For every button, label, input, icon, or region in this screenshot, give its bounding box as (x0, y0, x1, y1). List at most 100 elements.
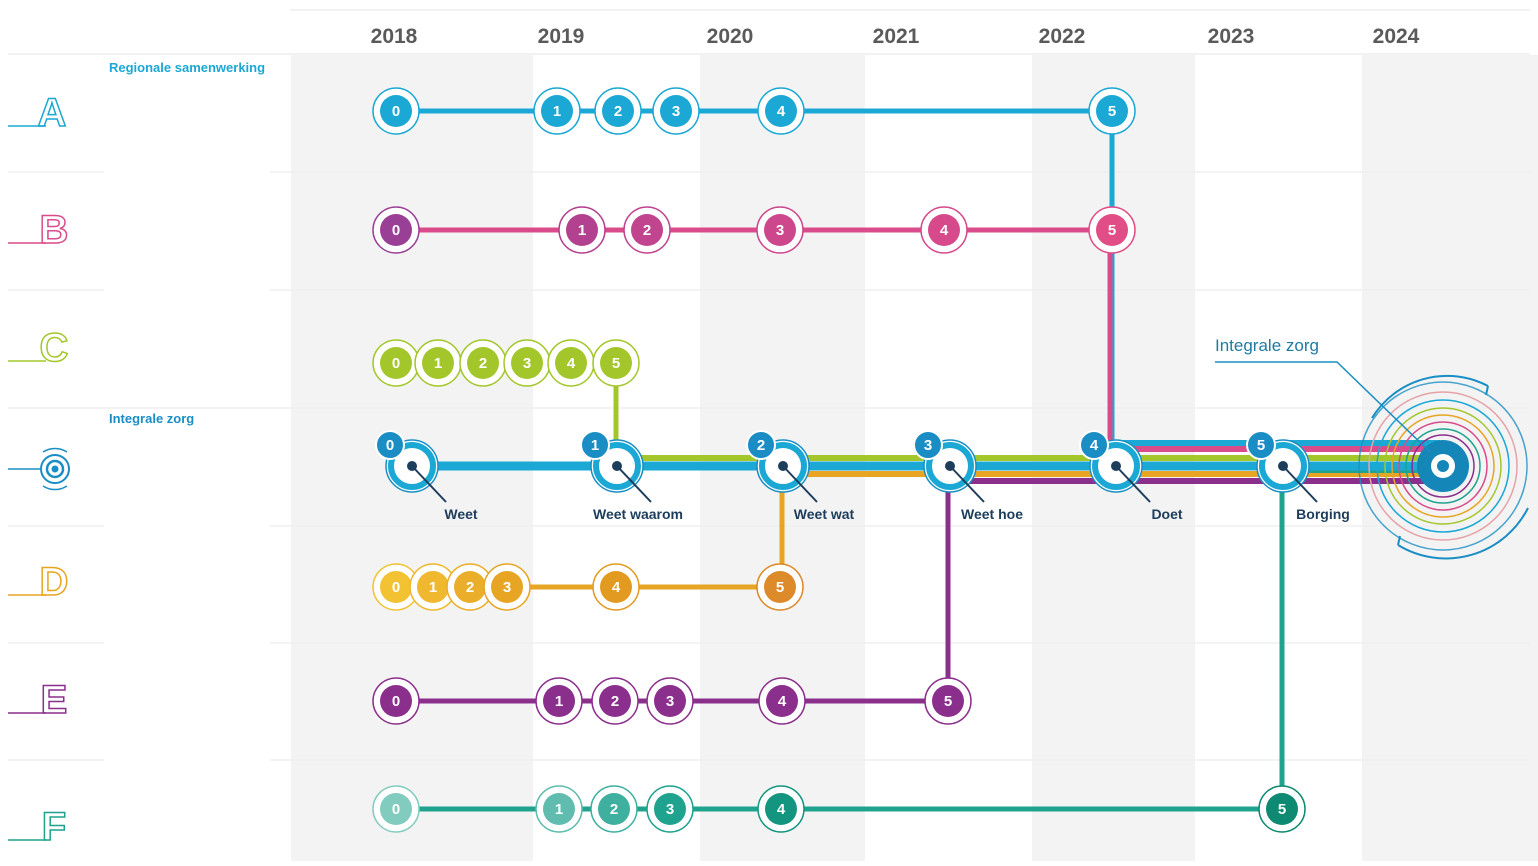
milestone-e-0: 0 (372, 677, 420, 725)
milestone-b-1: 1 (558, 206, 606, 254)
milestone-a-1: 1 (533, 87, 581, 135)
svg-text:5: 5 (944, 693, 952, 710)
milestone-d-3: 3 (483, 563, 531, 611)
year-label-2024: 2024 (1373, 25, 1420, 48)
row-marker-b: B (8, 207, 69, 253)
milestone-a-2: 2 (594, 87, 642, 135)
svg-text:2: 2 (611, 693, 619, 710)
svg-text:5: 5 (612, 355, 620, 372)
year-label-2018: 2018 (371, 25, 418, 48)
milestones-row-a: 0 1 2 3 4 5 (372, 87, 1136, 135)
milestone-d-0: 0 (372, 563, 420, 611)
svg-text:3: 3 (666, 801, 674, 818)
svg-text:2: 2 (610, 801, 618, 818)
year-label-2019: 2019 (538, 25, 585, 48)
svg-text:3: 3 (666, 693, 674, 710)
milestone-a-0: 0 (372, 87, 420, 135)
svg-text:5: 5 (1108, 222, 1116, 239)
svg-text:2: 2 (479, 355, 487, 372)
step-0: 0 Weet (375, 430, 478, 522)
step-1: 1 Weet waarom (580, 430, 683, 522)
milestone-f-3: 3 (646, 785, 694, 833)
row-marker-f: F (8, 804, 67, 850)
svg-text:0: 0 (392, 693, 400, 710)
svg-text:2: 2 (466, 579, 474, 596)
svg-text:4: 4 (940, 222, 949, 239)
row-letter-c: C (40, 326, 69, 370)
svg-text:0: 0 (392, 355, 400, 372)
step-5: 5 Borging (1246, 430, 1350, 522)
svg-text:5: 5 (776, 579, 784, 596)
milestone-a-3: 3 (652, 87, 700, 135)
milestone-d-5: 5 (756, 563, 804, 611)
svg-text:3: 3 (776, 222, 784, 239)
milestone-b-5: 5 (1088, 206, 1136, 254)
svg-text:1: 1 (591, 437, 599, 454)
svg-text:4: 4 (778, 693, 787, 710)
milestone-b-0: 0 (372, 206, 420, 254)
year-label-2020: 2020 (707, 25, 754, 48)
milestone-b-4: 4 (920, 206, 968, 254)
milestone-c-0: 0 (372, 339, 420, 387)
svg-text:2: 2 (614, 103, 622, 120)
integral-steps: 0 Weet 1 Weet waarom 2 Weet wat (375, 430, 1350, 522)
svg-text:0: 0 (392, 222, 400, 239)
target-icon (40, 447, 70, 491)
milestones-row-d: 0 1 2 3 4 5 (372, 563, 804, 611)
svg-text:5: 5 (1257, 437, 1265, 454)
milestone-d-4: 4 (592, 563, 640, 611)
svg-text:0: 0 (392, 801, 400, 818)
svg-text:2: 2 (643, 222, 651, 239)
svg-text:3: 3 (672, 103, 680, 120)
row-letter-b: B (40, 208, 69, 252)
row-letter-f: F (42, 805, 66, 849)
svg-text:3: 3 (523, 355, 531, 372)
svg-text:1: 1 (555, 801, 563, 818)
milestone-d-2: 2 (446, 563, 494, 611)
milestone-f-0: 0 (372, 785, 420, 833)
svg-text:1: 1 (578, 222, 586, 239)
svg-text:1: 1 (555, 693, 563, 710)
callout-integral-care: Integrale zorg (1215, 336, 1431, 453)
svg-text:4: 4 (777, 103, 786, 120)
step-label-weet-hoe: Weet hoe (961, 506, 1023, 522)
milestone-f-4: 4 (757, 785, 805, 833)
row-marker-c: C (8, 325, 69, 371)
milestone-c-3: 3 (503, 339, 551, 387)
row-letter-a: A (38, 91, 67, 135)
year-label-2023: 2023 (1208, 25, 1255, 48)
section-label-integral: Integrale zorg (109, 411, 194, 426)
svg-text:2: 2 (757, 437, 765, 454)
year-label-2022: 2022 (1039, 25, 1086, 48)
step-label-weet: Weet (444, 506, 478, 522)
milestones-row-c: 0 1 2 3 4 5 (372, 339, 640, 387)
milestone-e-2: 2 (591, 677, 639, 725)
step-2: 2 Weet wat (746, 430, 855, 522)
step-label-borging: Borging (1296, 506, 1350, 522)
milestone-a-4: 4 (757, 87, 805, 135)
row-marker-d: D (8, 559, 69, 605)
integral-care-target (1358, 374, 1529, 560)
milestones-row-e: 0 1 2 3 4 5 (372, 677, 972, 725)
milestone-c-4: 4 (547, 339, 595, 387)
milestone-f-2: 2 (590, 785, 638, 833)
svg-text:4: 4 (1090, 437, 1099, 454)
milestone-c-1: 1 (414, 339, 462, 387)
svg-text:0: 0 (392, 103, 400, 120)
milestone-c-2: 2 (459, 339, 507, 387)
milestone-e-3: 3 (646, 677, 694, 725)
milestone-e-4: 4 (758, 677, 806, 725)
svg-text:1: 1 (429, 579, 437, 596)
svg-text:5: 5 (1278, 801, 1286, 818)
svg-text:0: 0 (386, 437, 394, 454)
milestone-f-5: 5 (1258, 785, 1306, 833)
row-marker-e: E (8, 677, 68, 723)
svg-text:4: 4 (612, 579, 621, 596)
row-marker-integral (8, 447, 70, 491)
milestone-a-5: 5 (1088, 87, 1136, 135)
section-label-regional: Regionale samenwerking (109, 60, 265, 75)
svg-text:3: 3 (503, 579, 511, 596)
callout-label: Integrale zorg (1215, 336, 1319, 355)
svg-text:4: 4 (777, 801, 786, 818)
